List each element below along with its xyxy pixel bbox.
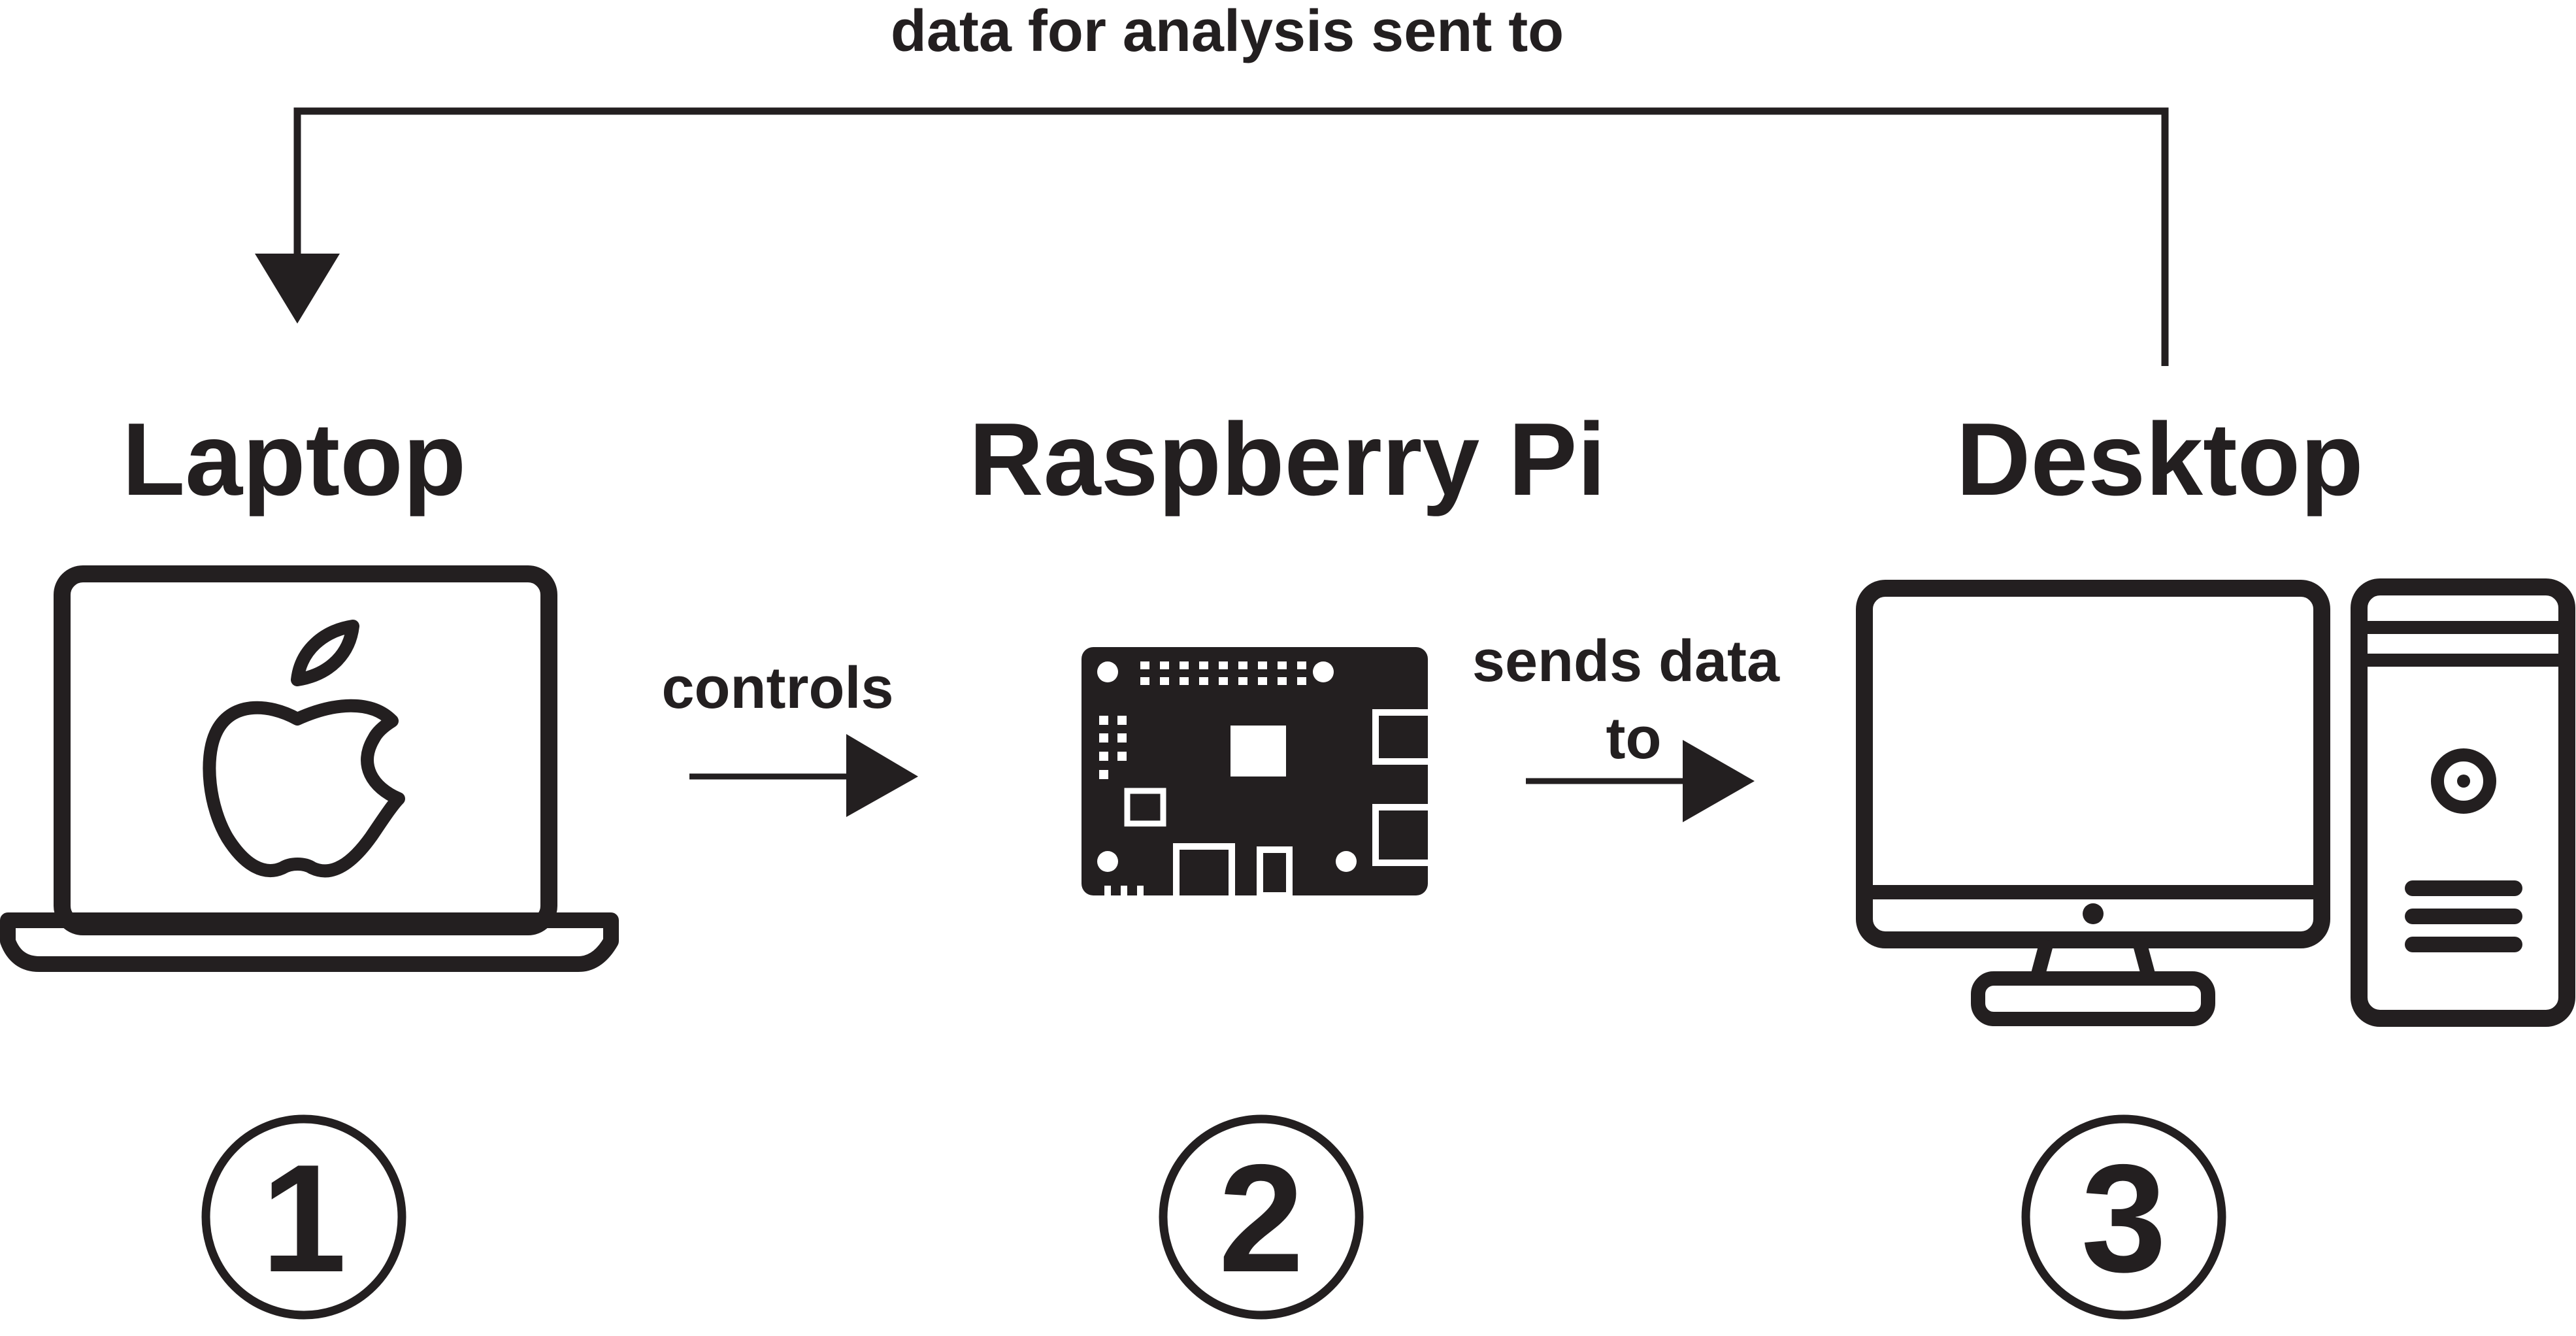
monitor-frame — [1856, 580, 2330, 948]
pi-mount-hole — [1313, 661, 1334, 682]
pi-small-chip — [1124, 788, 1166, 827]
sends-data-label-line1: sends data — [1472, 629, 1780, 694]
tower-vent-slot — [2405, 909, 2522, 924]
pi-side-pins — [1099, 716, 1127, 779]
tower-power-button — [2431, 748, 2496, 814]
monitor-power-dot — [2083, 903, 2104, 924]
desktop-tower-icon — [2351, 578, 2575, 1027]
sends-data-label-line2: to — [1606, 706, 1662, 771]
pi-soc-chip — [1230, 726, 1286, 777]
controls-label: controls — [661, 656, 893, 721]
step-number-laptop: 1 — [261, 1132, 347, 1304]
pi-bottom-chip — [1173, 843, 1235, 902]
laptop-screen — [54, 565, 557, 935]
step-number-desktop: 3 — [2081, 1132, 2167, 1304]
apple-logo-leaf — [291, 620, 359, 686]
pi-mount-hole — [1097, 661, 1118, 682]
feedback-loop-connector: data for analysis sent to — [255, 0, 2169, 366]
laptop-title: Laptop — [122, 402, 467, 517]
controls-arrowhead — [846, 734, 918, 817]
desktop-title: Desktop — [1956, 402, 2363, 517]
pi-usb-port — [1372, 709, 1441, 765]
step-badge-desktop: 3 — [2021, 1114, 2226, 1320]
desktop-monitor-icon — [1856, 580, 2330, 1026]
tower-vent-slot — [2405, 880, 2522, 896]
pi-gpio-header — [1140, 661, 1306, 685]
controls-connector: controls — [661, 656, 918, 817]
tower-case — [2351, 578, 2575, 1027]
laptop-icon — [0, 565, 619, 972]
step-badge-raspberry-pi: 2 — [1159, 1114, 1364, 1320]
pi-bottom-port — [1257, 846, 1293, 899]
sends-data-connector: sends data to — [1472, 629, 1780, 822]
monitor-stand-base — [1971, 971, 2215, 1026]
desktop-icon — [1856, 578, 2575, 1027]
raspberry-pi-board-icon — [1082, 647, 1441, 902]
tower-power-button-center — [2457, 775, 2470, 788]
step-number-raspberry-pi: 2 — [1219, 1132, 1304, 1304]
pi-mount-hole — [1336, 851, 1357, 872]
step-badge-laptop: 1 — [201, 1114, 406, 1320]
apple-logo-body — [203, 699, 405, 878]
feedback-loop-label: data for analysis sent to — [891, 0, 1564, 64]
feedback-loop-arrowhead — [255, 254, 340, 324]
tower-vent-slot — [2405, 937, 2522, 952]
pi-mount-hole — [1097, 851, 1118, 872]
feedback-loop-line — [293, 107, 2169, 366]
sends-data-arrowhead — [1683, 740, 1755, 822]
pi-usb-port — [1372, 804, 1441, 866]
pi-bottom-pins — [1104, 886, 1144, 899]
raspberry-pi-title: Raspberry Pi — [969, 402, 1606, 517]
laptop-base — [0, 912, 619, 972]
apple-logo-icon — [203, 620, 405, 878]
